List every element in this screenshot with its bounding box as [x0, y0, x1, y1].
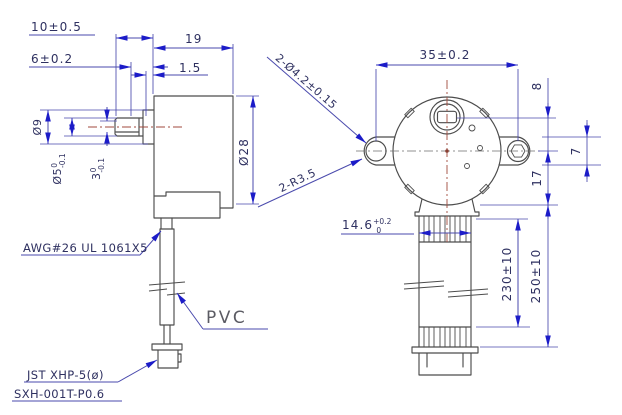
dim-body-dia: Ø28: [237, 138, 251, 166]
dim-body-bottom: 17: [530, 169, 544, 186]
crimp-tabs: [404, 107, 490, 195]
dim-shaft-offset: 8: [530, 82, 544, 91]
ribbon-tube-front: [418, 215, 472, 348]
front-dimension-lines: [257, 56, 590, 347]
connector-label-line1: JST XHP-5(ø): [26, 368, 104, 382]
lead-wires-side: [159, 217, 175, 345]
dim-shaft-length: 10±0.5: [31, 20, 82, 34]
wire-spec-label: AWG#26 UL 1061X5: [23, 241, 148, 255]
center-dot: [445, 149, 449, 153]
dim-shaft-dia: Ø50-0.1: [50, 153, 67, 185]
pvc-label: PVC: [206, 308, 247, 328]
side-dimension-lines: [29, 34, 256, 204]
dim-lead-length: 230±10: [500, 247, 514, 302]
connector-label-line2: SXH-001T-P0.6: [14, 387, 104, 401]
dim-boss-dia: Ø9: [31, 119, 44, 136]
dim-mount-holes: 2-Ø4.2±0.15: [273, 51, 340, 112]
connector-front: [411, 346, 479, 376]
dim-ear-width: 7: [569, 147, 583, 156]
dim-total-length: 250±10: [529, 249, 543, 304]
dim-flat-length: 6±0.2: [31, 52, 73, 66]
break-marks-front: [403, 280, 489, 298]
connector-side: [151, 343, 183, 369]
front-extension-lines: [375, 69, 601, 348]
rivet-dots: [464, 124, 483, 169]
break-marks-side: [148, 281, 186, 296]
ribbon-hatch-top: [423, 216, 467, 242]
dim-ear-radius: 2-R3.5: [277, 166, 318, 195]
front-view: 35±0.2 2-Ø4.2±0.15 2-R3.5 8 7 17 14.6+0.…: [257, 48, 601, 376]
side-leader-lines: [12, 230, 268, 402]
dim-mount-pitch: 35±0.2: [419, 48, 470, 62]
motor-body-outline: [153, 95, 234, 219]
side-view: 10±0.5 6±0.2 19 1.5 Ø9 Ø50-0.1 30-0.1 Ø2…: [12, 20, 268, 402]
dim-boss-length: 1.5: [179, 61, 201, 75]
output-shaft: [114, 117, 144, 137]
dim-flat-width: 30-0.1: [89, 158, 106, 180]
ribbon-hatch-bottom: [423, 327, 467, 347]
dim-body-length: 19: [185, 32, 202, 46]
